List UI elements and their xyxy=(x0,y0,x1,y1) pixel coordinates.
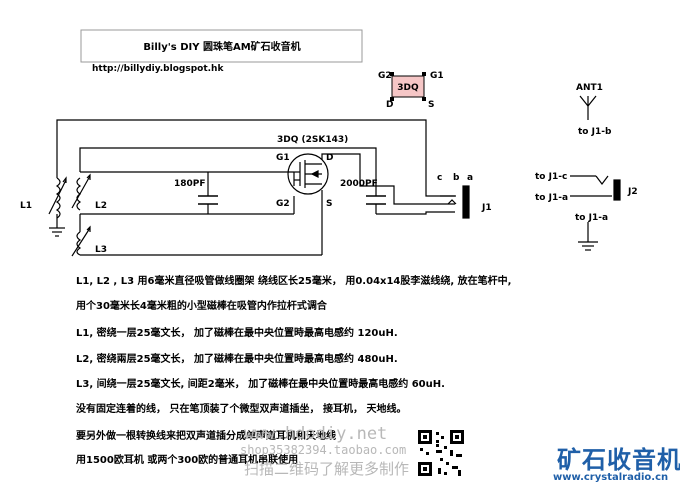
label-jack-c: c xyxy=(437,173,442,183)
pinout-symbol: 3DQ G2 G1 D S xyxy=(378,71,444,110)
label-to-j1a-2: to J1-a xyxy=(575,213,608,223)
label-t-d: D xyxy=(326,153,333,163)
label-to-j1a: to J1-a xyxy=(535,193,568,203)
label-ant: ANT1 xyxy=(576,83,603,93)
label-t-g1: G1 xyxy=(276,153,290,163)
label-l3: L3 xyxy=(95,245,107,255)
label-j1: J1 xyxy=(481,203,492,213)
note-line-7: 要另外做一根转换线来把双声道插分成单声道耳机和天地线 xyxy=(76,431,336,442)
qr-code xyxy=(416,428,466,478)
title-text: Billy's DIY 圆珠笔AM矿石收音机 xyxy=(143,40,300,53)
pinout-s: S xyxy=(428,100,434,110)
coil-l3 xyxy=(71,225,91,257)
pinout-part: 3DQ xyxy=(397,83,419,93)
coil-l1 xyxy=(48,176,67,219)
capacitor-2000pf xyxy=(366,195,386,205)
wires xyxy=(56,119,455,256)
transistor-symbol xyxy=(287,153,329,195)
capacitor-180pf xyxy=(198,195,218,205)
url-text: http://billydiy.blogspot.hk xyxy=(92,64,224,74)
note-line-5: L3, 间绕一层25毫文长, 间距2毫米， 加了磁棒在最中央位置時最高电感约 6… xyxy=(76,379,445,390)
antenna-symbol xyxy=(579,95,597,120)
title-box xyxy=(80,29,363,63)
label-to-j1b: to J1-b xyxy=(578,127,612,137)
label-cap1: 180PF xyxy=(174,179,206,189)
coil-l2 xyxy=(71,173,91,211)
label-t-g2: G2 xyxy=(276,199,290,209)
label-t-s: S xyxy=(326,199,332,209)
watermark-shop: shop35382394.taobao.com xyxy=(240,443,407,457)
pinout-d: D xyxy=(386,100,393,110)
label-to-j1c: to J1-c xyxy=(535,172,567,182)
note-line-4: L2, 密绕兩层25毫文长， 加了磁棒在最中央位置時最高电感约 480uH. xyxy=(76,354,398,365)
label-l1: L1 xyxy=(20,201,32,211)
label-jack-b: b xyxy=(453,173,460,183)
logo-title: 矿石收音机 xyxy=(557,446,680,474)
note-line-3: L1, 密绕一层25毫文长， 加了磁棒在最中央位置時最高电感约 120uH. xyxy=(76,328,398,339)
pinout-g1: G1 xyxy=(430,71,444,81)
label-j2: J2 xyxy=(627,187,638,197)
jack-j2 xyxy=(570,175,621,251)
logo-url: www.crystalradio.cn xyxy=(553,472,669,483)
note-line-1: L1, L2 , L3 用6毫米直径吸管做线圈架 绕线区长25毫米， 用0.04… xyxy=(76,276,512,287)
note-line-6: 没有固定连着的线， 只在笔顶装了个微型双声道插坐， 接耳机， 天地线。 xyxy=(76,404,407,415)
label-l2: L2 xyxy=(95,201,107,211)
label-transistor: 3DQ (2SK143) xyxy=(277,135,348,145)
label-cap2: 2000PF xyxy=(340,179,378,189)
watermark-scan: 扫描二维码了解更多制作 xyxy=(244,460,410,478)
jack-j1 xyxy=(440,185,470,219)
watermark-site: www.hdodiy.net xyxy=(244,424,388,444)
pinout-g2: G2 xyxy=(378,71,392,81)
ground-symbol-left xyxy=(49,227,65,237)
note-line-2: 用个30毫米长4毫米粗的小型磁棒在吸管内作拉杆式调合 xyxy=(76,301,327,312)
label-jack-a: a xyxy=(467,173,473,183)
note-line-8: 用1500欧耳机 或两个300欧的普通耳机串联使用 xyxy=(76,455,299,466)
